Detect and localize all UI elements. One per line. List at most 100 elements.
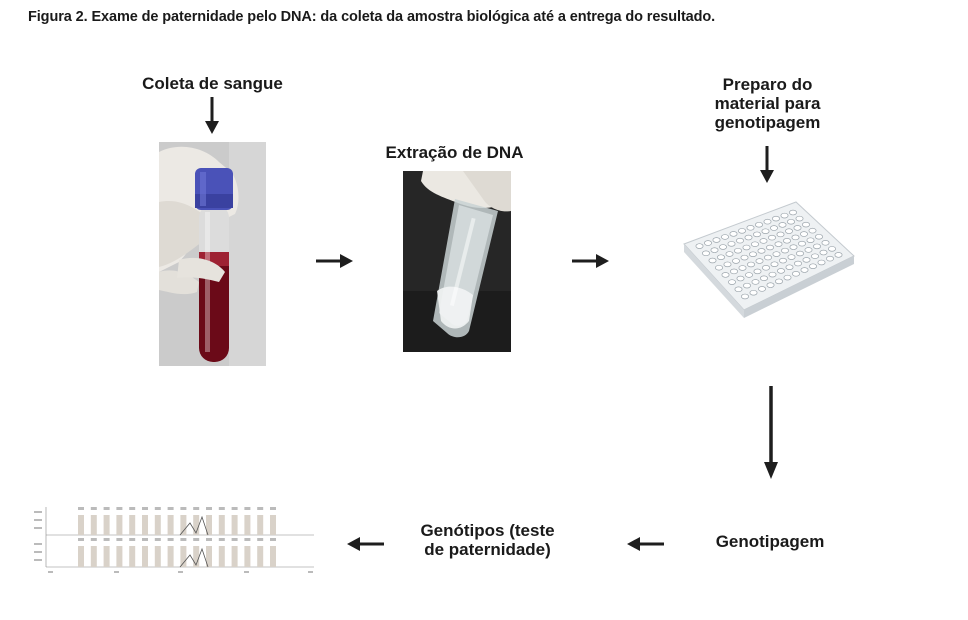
plate-well (751, 241, 759, 247)
plate-well (800, 267, 809, 273)
plate-well (755, 221, 763, 228)
plate-well (766, 282, 775, 288)
plate-well (792, 271, 800, 277)
plate-well (789, 244, 798, 250)
plate-well (776, 231, 785, 238)
allele-label-mark (90, 507, 97, 510)
step-label-dna-extraction: Extração de DNA (385, 143, 524, 162)
allele-label-mark (270, 507, 276, 510)
allele-label-mark (206, 507, 212, 510)
allele-label-mark (193, 507, 200, 510)
plate-well (708, 257, 717, 264)
step-label-genotypes: Genótipos (teste de paternidade) (400, 521, 575, 559)
x-tick-mark (244, 571, 249, 573)
plate-well (802, 221, 810, 228)
plate-well (780, 212, 789, 219)
plate-well (736, 237, 744, 244)
plate-well (751, 279, 760, 285)
plate-well (778, 222, 787, 228)
plate-well (787, 218, 795, 225)
plate-well (772, 251, 781, 257)
plate-well (777, 268, 785, 274)
plate-well (826, 255, 834, 262)
plate-well (747, 261, 755, 268)
plate-well (730, 268, 738, 275)
plate-well (729, 231, 738, 237)
allele-bin (270, 515, 276, 535)
plate-well (732, 258, 740, 264)
allele-bin (103, 546, 110, 567)
blood-tube-photo (159, 142, 266, 366)
allele-bin (116, 546, 123, 567)
allele-bin (180, 515, 187, 535)
allele-label-mark (180, 538, 187, 541)
plate-well (753, 268, 762, 275)
allele-label-mark (103, 538, 110, 541)
allele-label-mark (142, 507, 148, 510)
plate-well (821, 240, 830, 246)
plate-well (719, 244, 727, 250)
allele-label-mark (116, 538, 123, 541)
allele-bin (218, 546, 225, 567)
plate-well (727, 241, 736, 247)
allele-bin (154, 515, 161, 535)
plate-well (760, 275, 768, 282)
allele-bin (180, 546, 187, 567)
allele-bin (193, 546, 200, 567)
x-tick-mark (178, 571, 183, 573)
plate-well (775, 278, 783, 285)
y-tick-mark (34, 551, 42, 553)
plate-well (787, 254, 796, 260)
plate-well (749, 251, 757, 257)
allele-bin (90, 515, 97, 535)
allele-label-mark (167, 538, 174, 541)
arrow-left-icon (627, 537, 664, 551)
allele-bin (129, 546, 136, 567)
plate-well (834, 252, 843, 258)
plate-well (766, 244, 774, 251)
allele-label-mark (90, 538, 97, 541)
plate-well (785, 228, 793, 234)
y-tick-mark (34, 519, 42, 521)
plate-well (723, 261, 732, 268)
plate-well (800, 231, 808, 237)
step-label-blood-collection: Coleta de sangue (142, 74, 283, 93)
electropherogram-icon (34, 507, 314, 573)
step-label-preparation-line-1: Preparo do (722, 75, 813, 94)
plate-well (749, 289, 758, 296)
plate-well (806, 237, 815, 243)
allele-label-mark (180, 507, 187, 510)
plate-well (762, 265, 770, 271)
allele-bin (206, 515, 212, 535)
allele-bin (116, 515, 123, 535)
arrow-right-icon (316, 254, 353, 268)
allele-bin (90, 546, 97, 567)
arrow-down-icon (205, 97, 219, 134)
plate-well (746, 225, 755, 231)
plate-well (779, 257, 787, 264)
epg-trace (179, 515, 209, 536)
allele-label-mark (244, 538, 251, 541)
allele-label-mark (231, 538, 238, 541)
y-tick-mark (34, 511, 42, 513)
allele-label-mark (218, 538, 225, 541)
plate-well (734, 247, 742, 254)
y-tick-mark (34, 527, 42, 529)
allele-label-mark (129, 538, 136, 541)
plate-well (743, 282, 751, 289)
allele-bin (218, 515, 225, 535)
x-tick-mark (114, 571, 119, 573)
step-label-genotypes-line-2: de paternidade) (424, 540, 551, 559)
plate-well (770, 261, 779, 267)
allele-label-mark (78, 538, 84, 541)
allele-bin (78, 515, 84, 535)
plate-well (758, 286, 766, 292)
allele-bin (193, 515, 200, 535)
y-tick-mark (34, 559, 42, 561)
plate-well (721, 234, 729, 240)
plate-well (710, 247, 719, 253)
plate-well (742, 244, 751, 251)
plate-well (811, 253, 819, 259)
plate-well (734, 286, 743, 293)
plate-well (802, 257, 811, 263)
